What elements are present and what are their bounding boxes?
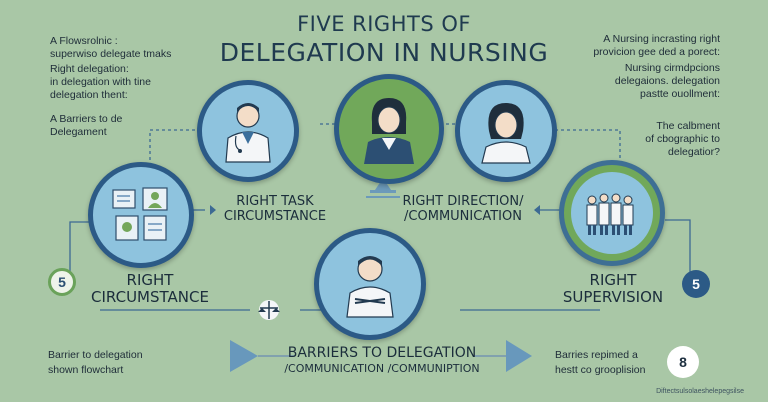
footer-text: Diftectsulsolaeshelepegsilse [656,388,744,395]
note-line: hestt co grooplision [555,364,646,376]
note-bottom-right: Barries repimed a hestt co grooplision [555,349,645,377]
label-barriers: BARRIERS TO DELEGATION /COMMUNICATION /C… [272,346,492,376]
note-line: delegatior? [668,146,720,158]
label-line: /COMMUNICATION /COMMUNIPTION [284,362,480,375]
badge-right: 5 [682,270,710,298]
clipboard-circle [88,162,194,268]
label-line: RIGHT DIRECTION/ [402,194,524,209]
note-line: shown flowchart [48,364,124,376]
note-line: A Flowsrolnic : [50,35,118,47]
note-line: A Nursing incrasting right [603,33,720,45]
note-bottom-left: Barrier to delegation shown flowchart [48,349,143,377]
clipboard-icon [112,187,168,241]
note-line: provicion gee ded a porect: [593,46,720,58]
label-line: CIRCUMSTANCE [91,288,209,306]
note-line: Barries repimed a [555,349,638,361]
note-top-right: A Nursing incrasting right provicion gee… [593,33,720,101]
label-line: RIGHT TASK [236,194,314,209]
badge-left: 5 [48,268,76,296]
page-title-line2: DELEGATION IN NURSING [219,38,549,67]
team-icon [586,193,634,235]
note-line: Right delegation: [50,63,129,75]
label-line: BARRIERS TO DELEGATION [287,345,477,361]
label-right-supervision: RIGHT SUPERVISION [548,272,678,306]
note-line: pastte ouollment: [640,88,720,100]
note-line: Barrier to delegation [48,349,143,361]
note-line: of cbographic to [645,133,720,145]
note-mid-left: A Barriers to de Delegament [50,113,122,139]
nurse-icon [364,98,414,164]
label-line: RIGHT [126,271,174,289]
woman-icon [481,103,531,164]
doctor-circle [197,80,299,182]
scale-icon [254,298,284,322]
man-icon [346,256,394,318]
label-line: RIGHT [589,271,637,289]
note-top-left: A Flowsrolnic : superwiso delegate tmaks… [50,35,171,102]
note-line: delegation thent: [50,89,128,101]
label-line: CIRCUMSTANCE [223,209,327,224]
note-line: Nursing cirmdpcions [624,62,720,74]
nurse-circle [334,74,444,184]
label-right-direction: RIGHT DIRECTION/ /COMMUNICATION [388,194,538,224]
note-line: delegaions. delegation [614,75,720,87]
woman-circle [455,80,557,182]
badge-bottom-right: 8 [667,346,699,378]
label-right-task: RIGHT TASK CIRCUMSTANCE [215,194,335,224]
label-line: /COMMUNICATION [404,209,522,224]
label-line: SUPERVISION [562,288,664,306]
man-circle [314,228,426,340]
page-title-line1: FIVE RIGHTS OF [297,12,471,36]
note-line: A Barriers to de [50,113,123,125]
doctor-icon [225,103,271,163]
note-line: The calbment [656,120,720,132]
note-line: in delegation with tine [50,76,151,88]
note-mid-right: The calbment of cbographic to delegatior… [645,120,720,159]
note-line: Delegament [50,126,107,138]
label-right-circumstance: RIGHT CIRCUMSTANCE [80,272,220,306]
team-circle [559,160,665,266]
note-line: superwiso delegate tmaks [50,48,172,60]
